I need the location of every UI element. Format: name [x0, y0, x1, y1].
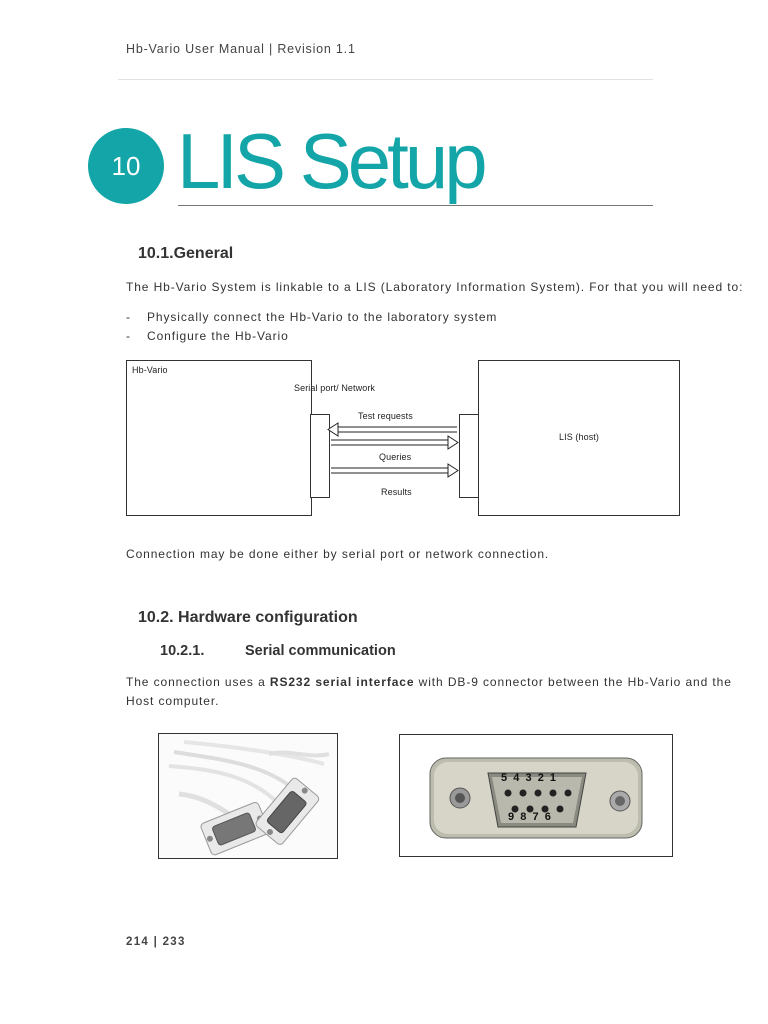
- lis-host-label: LIS (host): [558, 432, 599, 442]
- serial-paragraph-line2: Host computer.: [126, 694, 220, 708]
- bullet-dash: -: [126, 329, 131, 343]
- bullet-dash: -: [126, 310, 131, 324]
- title-divider: [178, 205, 653, 206]
- arrow-label-results: Results: [381, 487, 412, 497]
- pin-numbers-bottom: 9 8 7 6: [508, 811, 551, 823]
- connection-diagram: Hb-Vario LIS (host) Serial port/ Network…: [126, 360, 680, 516]
- chapter-number: 10: [111, 150, 141, 181]
- subsection-title: Serial communication: [245, 643, 396, 659]
- bullet-text: Configure the Hb-Vario: [147, 329, 289, 343]
- bullet-text: Physically connect the Hb-Vario to the l…: [147, 310, 498, 324]
- lis-host-box: LIS (host): [478, 360, 680, 516]
- arrow-label-test-requests: Test requests: [358, 411, 413, 421]
- right-port-connector: [459, 414, 479, 498]
- section-heading-general: 10.1.General: [138, 245, 234, 262]
- paragraph-text: with DB-9 connector between the Hb-Vario…: [414, 675, 732, 689]
- general-intro-paragraph: The Hb-Vario System is linkable to a LIS…: [126, 280, 744, 294]
- serial-cable-image: [159, 734, 337, 858]
- db9-connector-image: [400, 735, 672, 856]
- serial-paragraph-line1: The connection uses a RS232 serial inter…: [126, 675, 731, 689]
- bullet-item: - Configure the Hb-Vario: [126, 329, 288, 343]
- arrow-right-queries: [331, 435, 459, 450]
- port-label: Serial port/ Network: [294, 383, 376, 393]
- running-header: Hb-Vario User Manual | Revision 1.1: [126, 42, 356, 56]
- arrow-left-test-requests: [327, 422, 457, 437]
- serial-cable-photo: [158, 733, 338, 859]
- header-divider: [118, 79, 653, 80]
- hb-vario-label: Hb-Vario: [132, 365, 168, 375]
- arrow-right-results: [331, 463, 459, 478]
- bullet-item: - Physically connect the Hb-Vario to the…: [126, 310, 496, 324]
- chapter-number-badge: 10: [88, 128, 164, 204]
- left-port-connector: [310, 414, 330, 498]
- chapter-title: LIS Setup: [177, 117, 488, 205]
- pin-numbers-top: 5 4 3 2 1: [501, 772, 557, 784]
- hb-vario-box: Hb-Vario: [126, 360, 312, 516]
- connection-note: Connection may be done either by serial …: [126, 547, 550, 561]
- paragraph-text: The connection uses a: [126, 675, 270, 689]
- rs232-emphasis: RS232 serial interface: [269, 675, 415, 689]
- arrow-label-queries: Queries: [379, 452, 412, 462]
- arrows-graphic: [327, 422, 459, 478]
- page-number: 214 | 233: [126, 936, 186, 948]
- subsection-number: 10.2.1.: [160, 643, 205, 659]
- section-heading-hardware: 10.2. Hardware configuration: [138, 609, 358, 626]
- db9-connector-photo: 5 4 3 2 1 9 8 7 6: [399, 734, 673, 857]
